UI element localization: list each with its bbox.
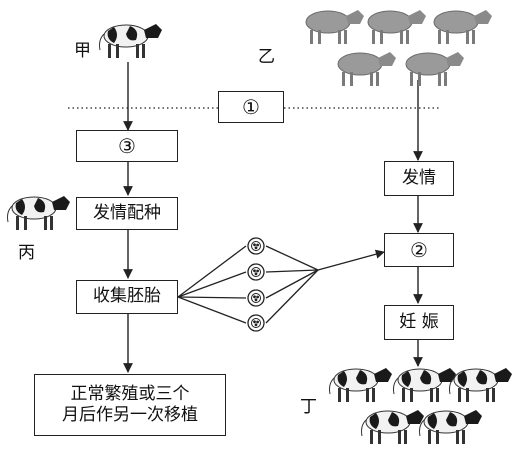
label-jia: 甲 [74,41,91,61]
step-2-box: ② [384,233,454,267]
pregnancy-box: 妊 娠 [384,305,454,340]
cow-icon [419,409,483,445]
result-box: 正常繁殖或三个 月后作另一次移植 [34,374,226,436]
cow-icon [329,367,393,403]
label-yi: 乙 [258,47,275,67]
cow-icon [367,9,427,45]
cow-icon [305,9,365,45]
cow-icon [405,51,465,87]
step-3-box: ③ [76,130,178,162]
cow-icon [449,367,513,403]
embryo-icon [247,314,265,332]
result-line-1: 正常繁殖或三个 [70,383,190,404]
embryo-icon [247,237,265,255]
collect-embryo-box: 收集胚胎 [76,280,178,314]
embryo-icon [247,289,265,307]
cow-icon [99,23,163,59]
label-bing: 丙 [18,243,35,263]
label-ding: 丁 [300,397,317,417]
arrow-embryos-to-2 [317,249,385,271]
cow-icon [433,9,493,45]
cow-icon [393,367,457,403]
cow-icon [337,51,397,87]
result-line-2: 月后作另一次移植 [62,405,198,425]
cow-icon [7,195,71,231]
embryo-fan-lines [177,245,319,324]
step-1-box: ① [218,91,284,123]
cow-icon [361,409,425,445]
estrus-box: 发情 [384,161,454,196]
embryo-icon [247,263,265,281]
estrus-breeding-box: 发情配种 [76,197,178,230]
